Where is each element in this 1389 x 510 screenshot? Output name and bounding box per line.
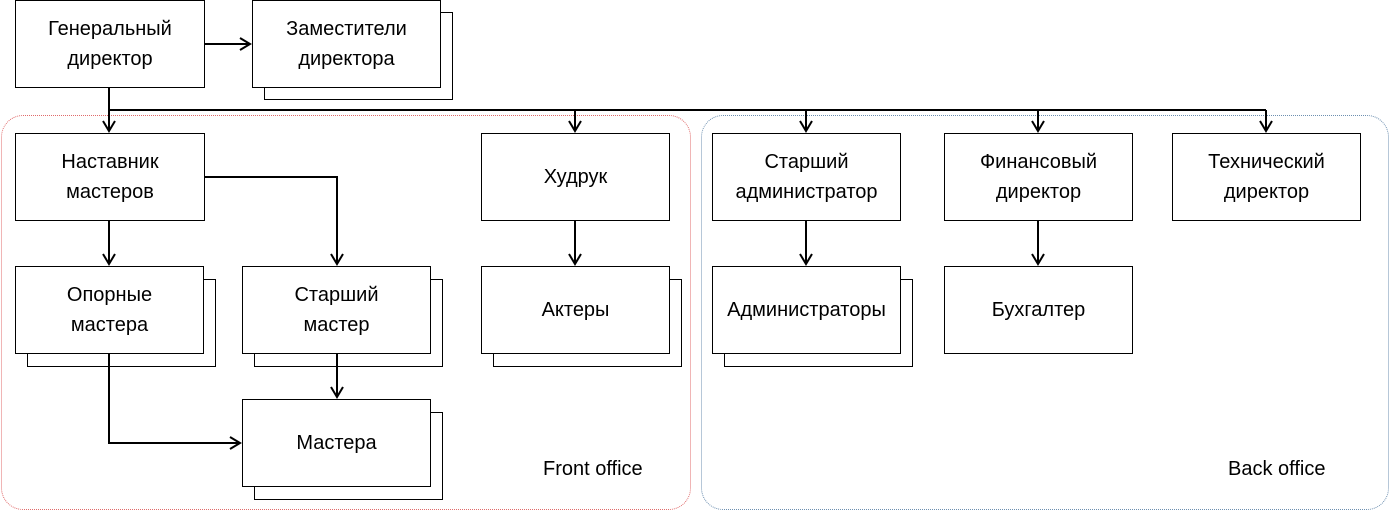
node-art-director: Худрук [481,133,670,221]
front-office-label: Front office [543,458,643,480]
node-core-masters-label: Опорные мастера [66,284,153,336]
arrowhead-masters-top [330,386,344,399]
arrowhead-core-masters [102,253,116,266]
node-mentor-label: Наставник мастеров [61,151,159,203]
node-cfo: Финансовый директор [944,133,1133,221]
node-masters-label: Мастера [296,432,377,454]
node-senior-master: Старший мастер [242,266,431,354]
node-masters: Мастера [242,399,431,487]
arrowhead-masters-left [229,436,242,450]
node-cfo-label: Финансовый директор [979,151,1098,203]
arrowhead-senior-master [330,253,344,266]
arrowhead-senior-admin [799,120,813,133]
arrowhead-cto [1259,120,1273,133]
arrowhead-admins [799,253,813,266]
node-ceo: Генеральный директор [15,0,205,88]
node-accountant: Бухгалтер [944,266,1133,354]
arrowhead-deputies [239,37,252,51]
node-deputies-label: Заместители директора [286,18,407,70]
arrowhead-mentor [102,120,116,133]
arrowhead-actors [568,253,582,266]
node-actors-label: Актеры [541,299,610,321]
edge-mentor-senior-master [205,176,338,264]
node-actors: Актеры [481,266,670,354]
node-cto: Технический директор [1172,133,1361,221]
arrowhead-art-director [568,120,582,133]
node-accountant-label: Бухгалтер [991,299,1086,321]
node-core-masters: Опорные мастера [15,266,204,354]
arrowhead-accountant [1031,253,1045,266]
node-ceo-label: Генеральный директор [48,18,172,70]
edge-core-masters-masters [108,354,240,444]
node-senior-master-label: Старший мастер [294,284,379,336]
node-senior-admin-label: Старший администратор [735,151,878,203]
node-art-director-label: Худрук [543,166,608,188]
arrowhead-cfo [1031,120,1045,133]
node-admins-label: Администраторы [727,299,886,321]
node-cto-label: Технический директор [1208,151,1325,203]
node-mentor: Наставник мастеров [15,133,205,221]
node-senior-admin: Старший администратор [712,133,901,221]
node-admins: Администраторы [712,266,901,354]
back-office-label: Back office [1228,458,1326,480]
node-deputies: Заместители директора [252,0,441,88]
